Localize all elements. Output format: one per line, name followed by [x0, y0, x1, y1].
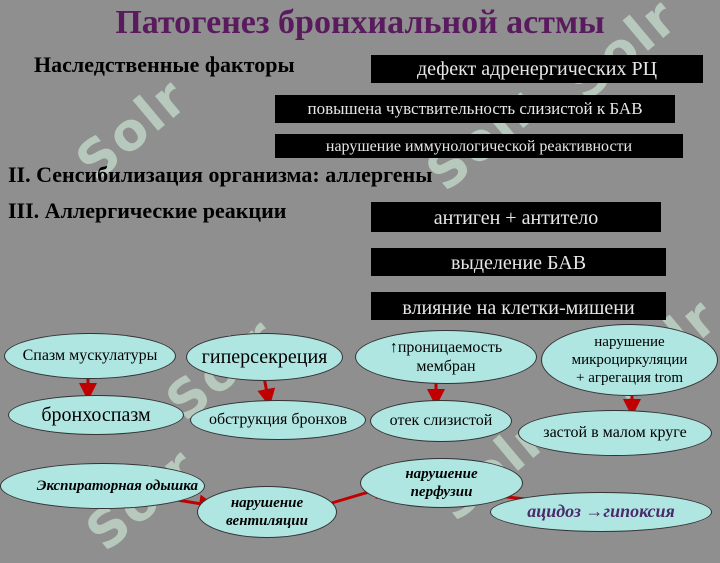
allergic-item: антиген + антитело — [371, 202, 661, 232]
hypersecretion-ellipse: гиперсекреция — [186, 333, 343, 381]
dyspnea-ellipse: Экспираторная одышка — [0, 463, 205, 509]
stasis-ellipse: застой в малом круге — [518, 410, 712, 456]
sensitization-heading: II. Сенсибилизация организма: аллергены — [8, 162, 433, 187]
heredity-item: дефект адренергических РЦ — [371, 55, 703, 83]
heredity-heading: Наследственные факторы — [34, 52, 295, 77]
ventilation-ellipse: нарушение вентиляции — [197, 486, 337, 538]
allergic-item: выделение БАВ — [371, 248, 666, 276]
obstruction-label: обструкция бронхов — [208, 411, 348, 429]
perfusion-ellipse: нарушение перфузии — [360, 458, 523, 508]
permeability-line: ↑проницаемость — [389, 338, 503, 356]
ventilation-line: нарушение — [230, 495, 304, 511]
perfusion-line: нарушение — [405, 466, 478, 482]
edema-label: отек слизистой — [389, 412, 493, 430]
acidosis-ellipse: ацидоз →гипоксия — [490, 492, 712, 532]
flow-arrows — [79, 376, 641, 513]
bronchospasm-ellipse: бронхоспазм — [8, 395, 184, 435]
allergic-item: влияние на клетки-мишени — [371, 292, 666, 320]
bronchospasm-label: бронхоспазм — [41, 404, 151, 426]
dyspnea-label: Экспираторная одышка — [36, 478, 198, 494]
permeability-line: мембран — [416, 358, 476, 375]
page-title: Патогенез бронхиальной астмы — [115, 4, 605, 41]
microcirc-line: + агрегация trom — [575, 370, 684, 386]
microcirc-line: микроциркуляции — [571, 352, 688, 368]
hypersecretion-label: гиперсекреция — [201, 346, 328, 368]
microcirc-line: нарушение — [594, 334, 665, 350]
microcirc-ellipse: нарушение микроциркуляции + агрегация tr… — [541, 324, 718, 396]
heredity-item: нарушение иммунологической реактивности — [275, 134, 683, 158]
perfusion-line: перфузии — [410, 484, 473, 500]
spasm-label: Спазм мускулатуры — [22, 347, 158, 365]
heredity-item: повышена чувствительность слизистой к БА… — [275, 95, 675, 123]
ventilation-line: вентиляции — [226, 513, 308, 529]
obstruction-ellipse: обструкция бронхов — [190, 400, 366, 440]
stasis-label: застой в малом круге — [543, 424, 687, 442]
acidosis-label: ацидоз →гипоксия — [527, 501, 675, 522]
edema-ellipse: отек слизистой — [370, 400, 512, 442]
spasm-ellipse: Спазм мускулатуры — [4, 333, 176, 379]
allergic-heading: III. Аллергические реакции — [8, 198, 287, 223]
permeability-ellipse: ↑проницаемость мембран — [355, 330, 537, 384]
